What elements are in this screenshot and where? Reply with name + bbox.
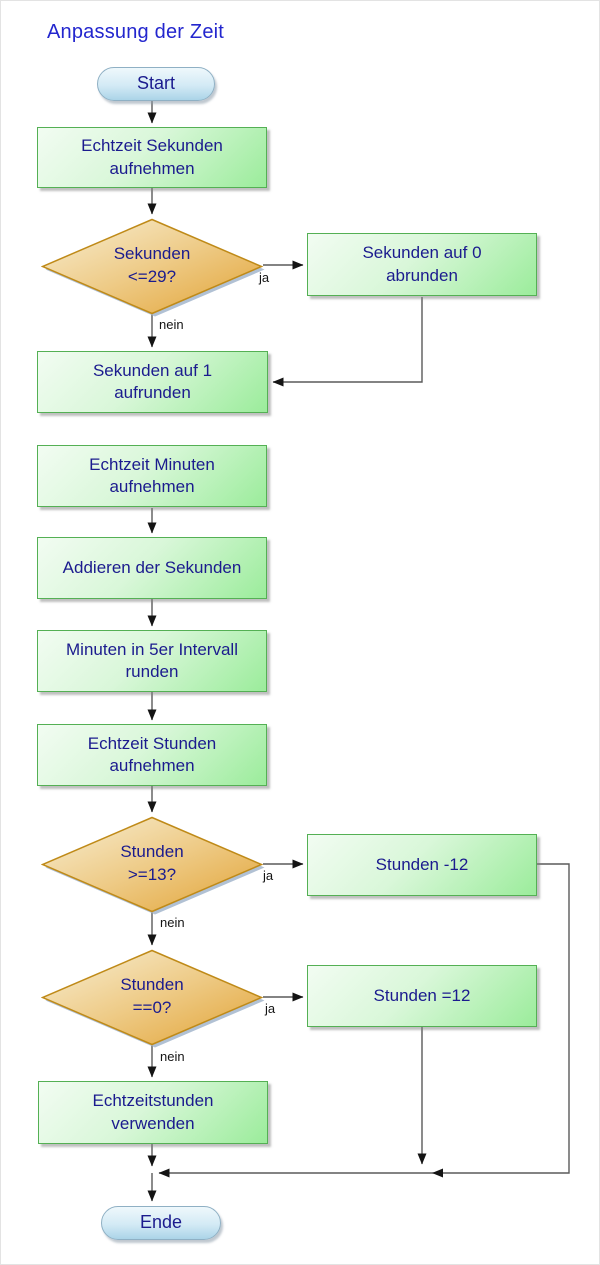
arrow-round-down-to-round-up — [272, 297, 423, 387]
edge-label-hours13-nein: nein — [160, 915, 185, 930]
process-record-seconds: Echtzeit Sekunden aufnehmen — [37, 127, 267, 188]
diamond-shape — [41, 218, 265, 317]
process-seconds-round-down: Sekunden auf 0 abrunden — [307, 233, 537, 296]
decision-hours-eq-0: Stunden ==0? — [41, 949, 267, 1048]
diamond-shape — [41, 949, 265, 1048]
end-terminator: Ende — [101, 1206, 221, 1240]
process-round-minutes: Minuten in 5er Intervall runden — [37, 630, 267, 692]
process-use-real-hours: Echtzeitstunden verwenden — [38, 1081, 268, 1144]
process-hours-minus-12: Stunden -12 — [307, 834, 537, 896]
diamond-shape — [41, 816, 265, 915]
process-record-hours: Echtzeit Stunden aufnehmen — [37, 724, 267, 786]
process-add-seconds: Addieren der Sekunden — [37, 537, 267, 599]
process-hours-set-12: Stunden =12 — [307, 965, 537, 1027]
edge-label-hours0-nein: nein — [160, 1049, 185, 1064]
edge-label-hours13-ja: ja — [263, 868, 274, 883]
start-terminator: Start — [97, 67, 215, 101]
process-seconds-round-up: Sekunden auf 1 aufrunden — [37, 351, 268, 413]
decision-seconds-label: Sekunden <=29? — [113, 244, 191, 286]
decision-hours-ge-13: Stunden >=13? — [41, 816, 267, 915]
process-record-minutes: Echtzeit Minuten aufnehmen — [37, 445, 267, 507]
edge-label-seconds-nein: nein — [159, 317, 184, 332]
decision-seconds-le-29: Sekunden <=29? — [41, 218, 267, 317]
merge-arrowhead — [432, 1168, 443, 1178]
edge-label-seconds-ja: ja — [259, 270, 270, 285]
page-title: Anpassung der Zeit — [47, 21, 225, 43]
decision-hours13-label: Stunden >=13? — [120, 842, 184, 884]
decision-hours0-label: Stunden ==0? — [120, 975, 184, 1017]
arrow-hours-minus12-to-merge — [158, 863, 570, 1178]
edge-label-hours0-ja: ja — [265, 1001, 276, 1016]
